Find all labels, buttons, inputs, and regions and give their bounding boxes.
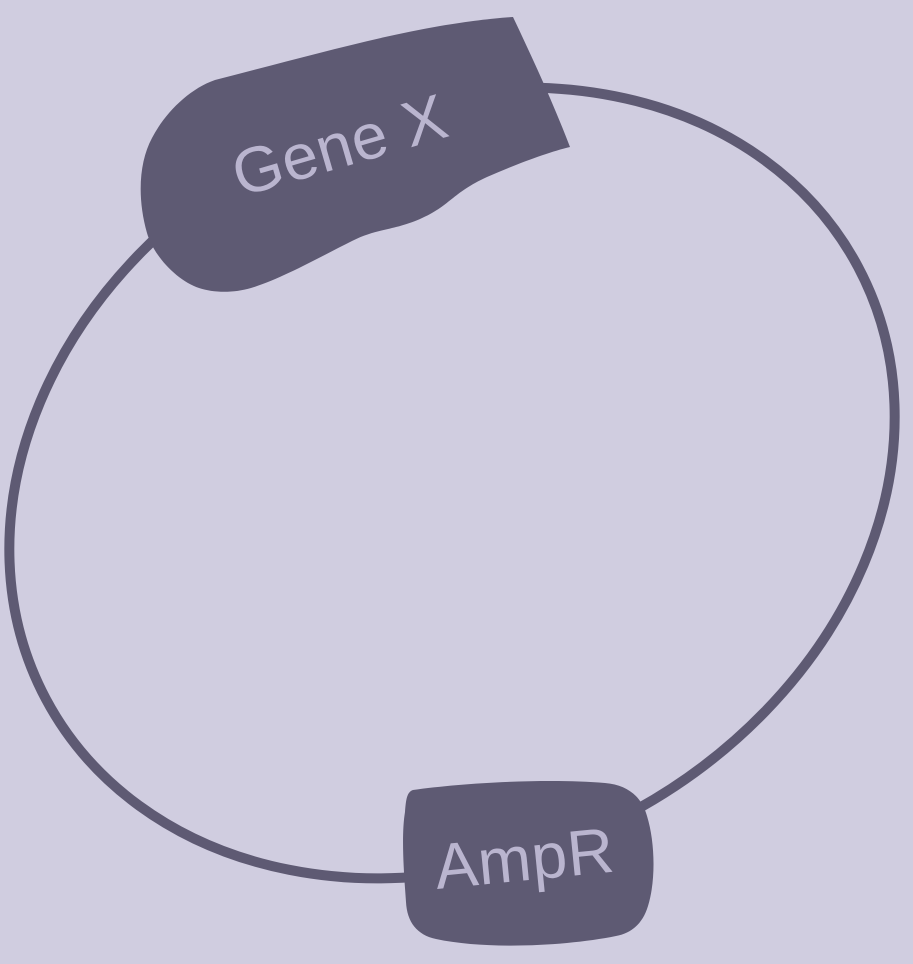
gene-x-feature-block — [140, 17, 570, 292]
ampr-label: AmpR — [431, 814, 617, 903]
ampr-feature-block — [403, 780, 654, 946]
